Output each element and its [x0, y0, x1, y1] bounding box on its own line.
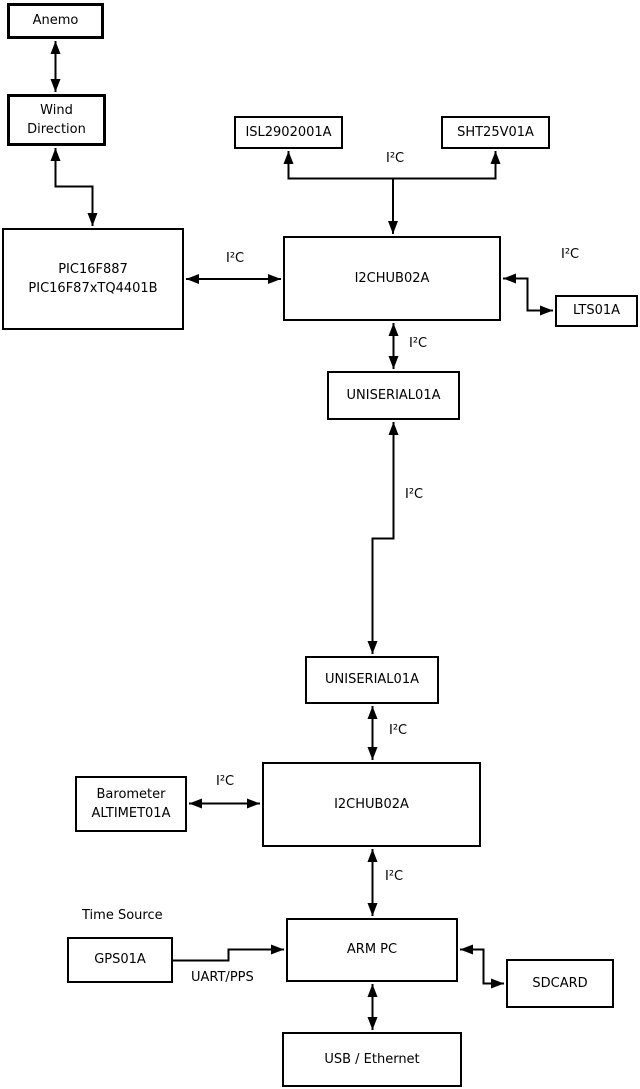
- node-barometer-label: Barometer ALTIMET01A: [91, 786, 171, 822]
- node-gps01a-label: GPS01A: [94, 952, 146, 968]
- node-i2chub02a-2: I2CHUB02A: [262, 762, 481, 847]
- node-usb-ethernet-label: USB / Ethernet: [324, 1051, 420, 1067]
- node-uniserial01a-2-label: UNISERIAL01A: [325, 672, 419, 688]
- edge-label-i2c-sensors: I²C: [386, 151, 405, 166]
- edge-gps-armpc: [173, 944, 284, 962]
- node-lts01a-label: LTS01A: [572, 303, 621, 319]
- node-pic16f887: PIC16F887 PIC16F87xTQ4401B: [2, 228, 184, 330]
- edge-label-i2c-lts: I²C: [561, 247, 580, 262]
- edge-uniserial1-uniserial2: [367, 422, 399, 654]
- node-barometer: Barometer ALTIMET01A: [75, 776, 187, 832]
- node-anemo-label: Anemo: [32, 13, 79, 29]
- node-sdcard-label: SDCARD: [532, 975, 588, 991]
- node-i2chub02a-2-label: I2CHUB02A: [334, 796, 409, 812]
- node-i2chub02a-1: I2CHUB02A: [283, 236, 501, 321]
- node-uniserial01a-1-label: UNISERIAL01A: [346, 387, 441, 403]
- edge-armpc-sdcard: [460, 944, 504, 989]
- node-uniserial01a-1: UNISERIAL01A: [327, 371, 460, 420]
- node-i2chub02a-1-label: I2CHUB02A: [354, 270, 430, 286]
- node-wind-direction-label: Wind Direction: [27, 102, 86, 138]
- node-anemo: Anemo: [7, 3, 104, 39]
- edge-label-uart-pps: UART/PPS: [191, 970, 254, 985]
- node-sdcard: SDCARD: [506, 959, 614, 1008]
- node-sht25v01a: SHT25V01A: [441, 116, 550, 149]
- edge-label-i2c-pic-hub1: I²C: [226, 251, 245, 266]
- node-sht25v01a-label: SHT25V01A: [457, 124, 534, 140]
- edge-wind-direction-pic: [50, 148, 98, 226]
- edge-label-i2c-barometer: I²C: [216, 774, 235, 789]
- node-arm-pc-label: ARM PC: [346, 942, 398, 958]
- node-isl2902001a-label: ISL2902001A: [245, 124, 332, 140]
- node-uniserial01a-2: UNISERIAL01A: [305, 656, 439, 704]
- node-isl2902001a: ISL2902001A: [234, 116, 343, 149]
- node-wind-direction: Wind Direction: [7, 94, 106, 146]
- edge-label-time-source: Time Source: [82, 908, 163, 923]
- node-pic16f887-label: PIC16F887 PIC16F87xTQ4401B: [28, 261, 158, 297]
- edge-label-i2c-uniserial-link: I²C: [405, 487, 424, 502]
- node-usb-ethernet: USB / Ethernet: [282, 1032, 462, 1087]
- node-arm-pc: ARM PC: [286, 918, 458, 982]
- edge-hub1-lts: [503, 273, 553, 316]
- node-gps01a: GPS01A: [67, 937, 173, 983]
- node-lts01a: LTS01A: [555, 295, 638, 327]
- edge-label-i2c-hub1-uniserial1: I²C: [409, 336, 428, 351]
- edge-label-i2c-hub2-armpc: I²C: [385, 869, 404, 884]
- edge-label-i2c-uniserial2-hub2: I²C: [389, 723, 408, 738]
